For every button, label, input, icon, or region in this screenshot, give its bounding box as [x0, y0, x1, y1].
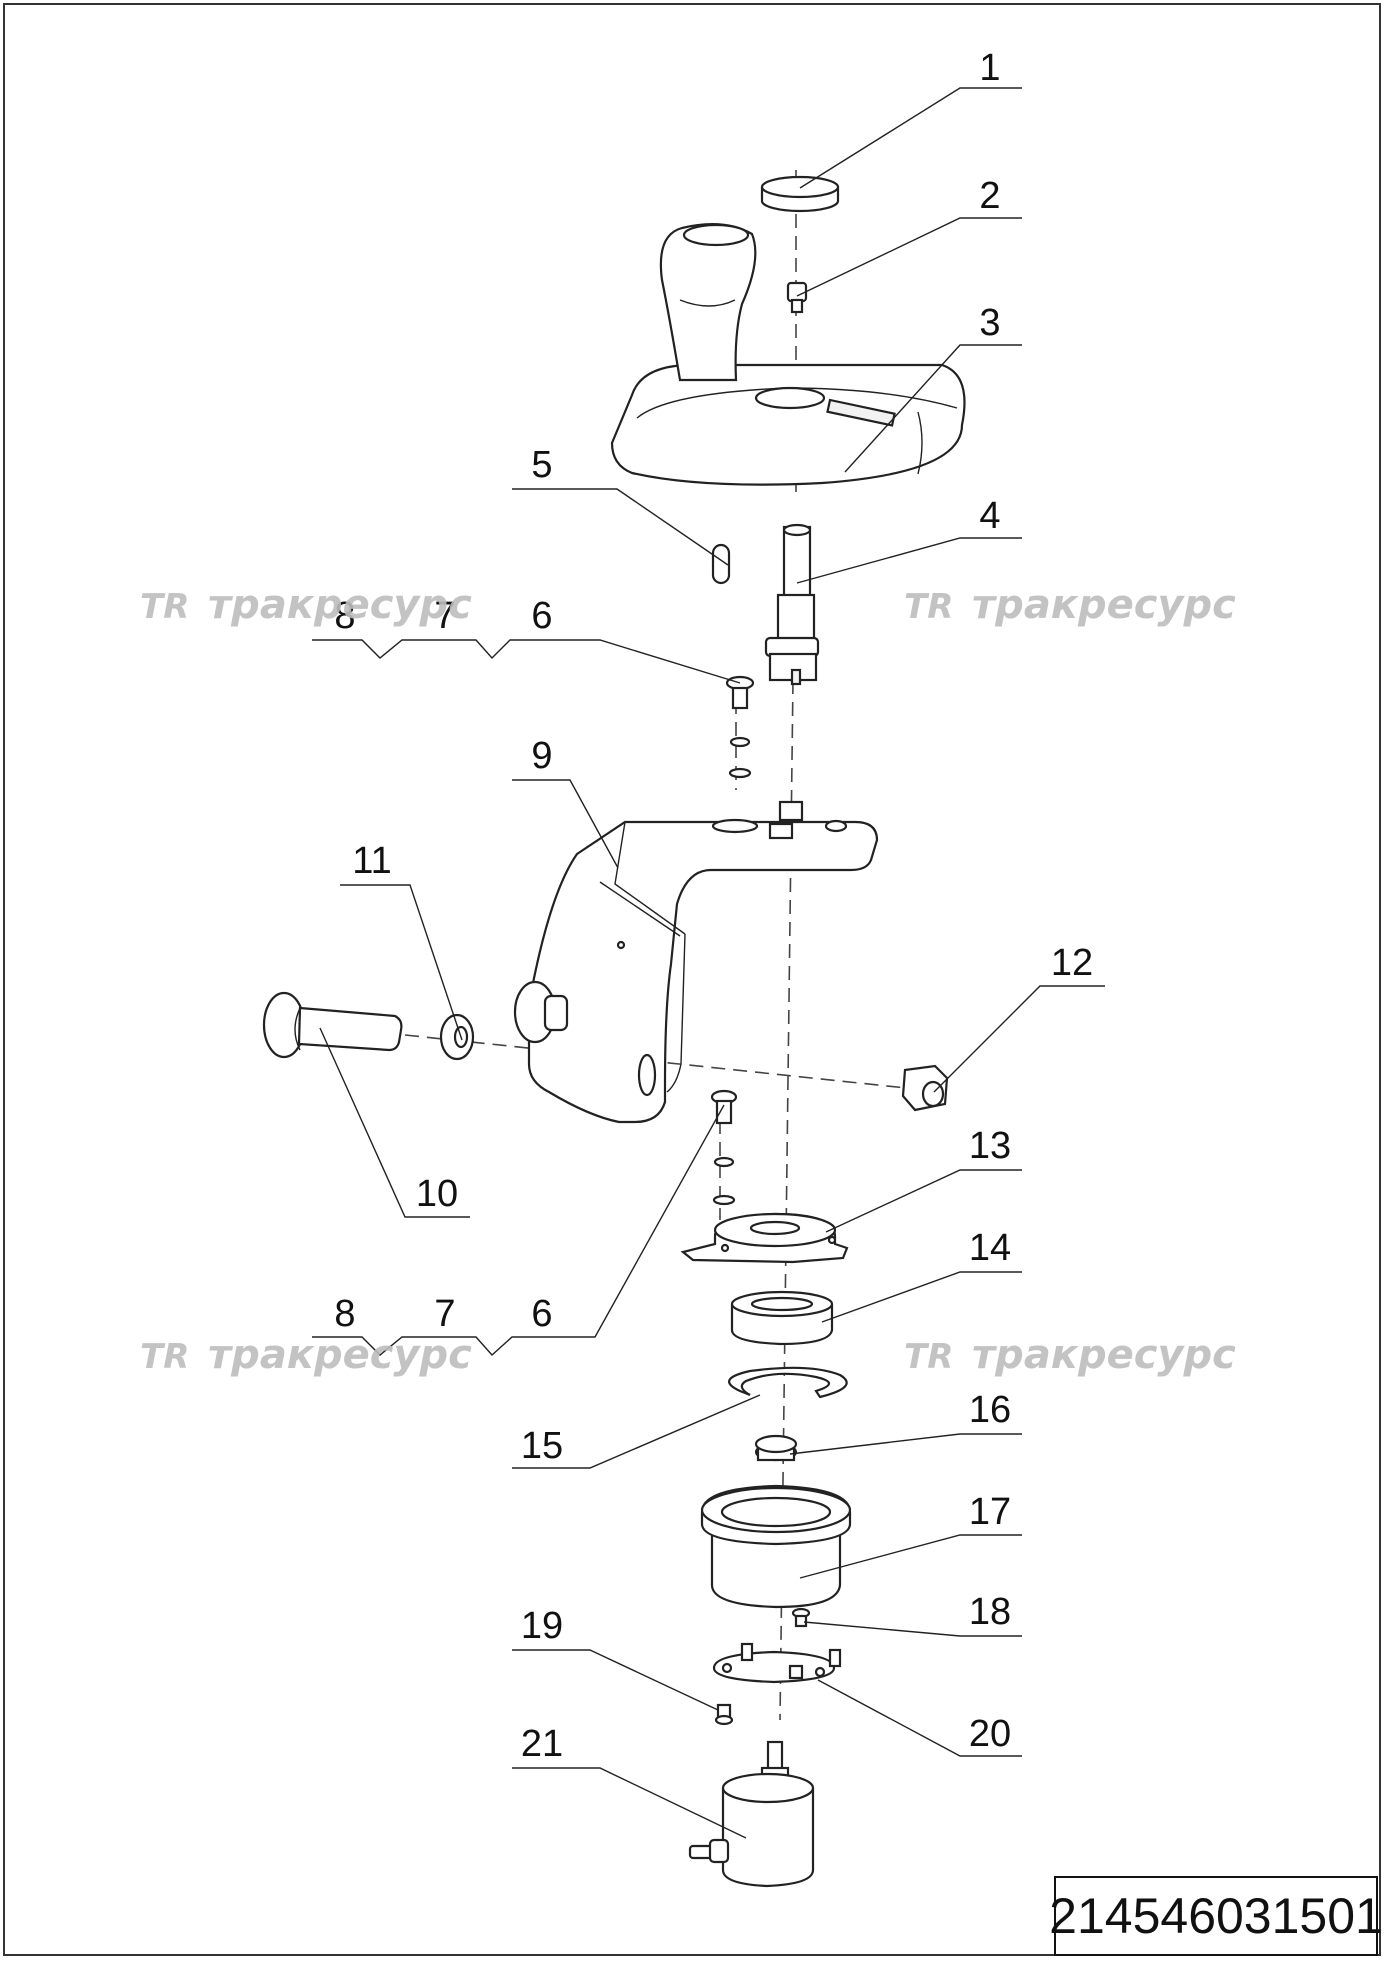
part-1-cap: [760, 175, 840, 213]
part-16-coupling: [754, 1434, 798, 1462]
callout-12: 12: [1051, 942, 1093, 984]
part-13-bearing-housing: [680, 1212, 849, 1264]
part-20-plate: [712, 1642, 842, 1684]
watermark-text: тракресурс: [208, 1332, 472, 1378]
callout-21: 21: [521, 1723, 563, 1765]
watermark-logo: TR: [140, 587, 189, 627]
callout-9: 9: [531, 735, 552, 777]
part-3-housing: [610, 223, 966, 486]
callout-15: 15: [521, 1425, 563, 1467]
callout-13: 13: [969, 1125, 1011, 1167]
callout-18: 18: [969, 1591, 1011, 1633]
callout-5: 5: [531, 444, 552, 486]
leader-lines: [312, 87, 1105, 1839]
part-10-bolt-head-repeat: [513, 980, 569, 1044]
callout-labels: 1 2 3 4 5 6 7 8 9 10 11 12 13 14 15 16 1…: [334, 47, 1093, 1765]
callout-8-lower: 8: [334, 1293, 355, 1335]
document-number-box: 214546031501: [1049, 1876, 1383, 1956]
part-2-screw: [786, 281, 808, 314]
callout-6-lower: 6: [531, 1293, 552, 1335]
callout-8: 8: [334, 595, 355, 637]
part-14-bearing: [730, 1290, 834, 1346]
part-15-snap-ring: [728, 1366, 848, 1399]
watermark-text: тракресурс: [972, 582, 1236, 628]
callout-1: 1: [979, 47, 1000, 89]
drawing-frame: [3, 3, 1381, 1956]
part-19-screw: [714, 1703, 734, 1726]
part-12-nut: [901, 1064, 949, 1112]
callout-6: 6: [531, 595, 552, 637]
part-9-bracket: [527, 800, 879, 1124]
callout-7: 7: [434, 595, 455, 637]
callout-19: 19: [521, 1605, 563, 1647]
part-17-flange-housing: [700, 1484, 852, 1609]
watermark-text: тракресурс: [208, 582, 472, 628]
part-4-shaft: [764, 523, 820, 686]
part-11-washer: [439, 1013, 475, 1061]
watermark-1: TR тракресурс: [140, 582, 472, 628]
document-number: 214546031501: [1049, 1888, 1383, 1944]
part-6-lower-screw: [710, 1089, 738, 1206]
part-5-pin: [711, 543, 731, 585]
callout-4: 4: [979, 495, 1000, 537]
part-21-sensor: [688, 1740, 815, 1888]
watermark-3: TR тракресурс: [140, 1332, 472, 1378]
callout-11: 11: [352, 840, 391, 882]
watermark-logo: TR: [904, 1337, 953, 1377]
callout-16: 16: [969, 1389, 1011, 1431]
callout-20: 20: [969, 1713, 1011, 1755]
part-18-screw: [791, 1607, 811, 1628]
part-10-bolt: [262, 991, 403, 1059]
callout-17: 17: [969, 1491, 1011, 1533]
callout-3: 3: [979, 302, 1000, 344]
watermark-2: TR тракресурс: [904, 582, 1236, 628]
watermark-logo: TR: [904, 587, 953, 627]
part-6-upper-screw: [725, 675, 755, 779]
callout-14: 14: [969, 1227, 1011, 1269]
watermark-logo: TR: [140, 1337, 189, 1377]
callout-10: 10: [416, 1173, 458, 1215]
callout-2: 2: [979, 175, 1000, 217]
callout-7-lower: 7: [434, 1293, 455, 1335]
watermark-text: тракресурс: [972, 1332, 1236, 1378]
watermark-4: TR тракресурс: [904, 1332, 1236, 1378]
